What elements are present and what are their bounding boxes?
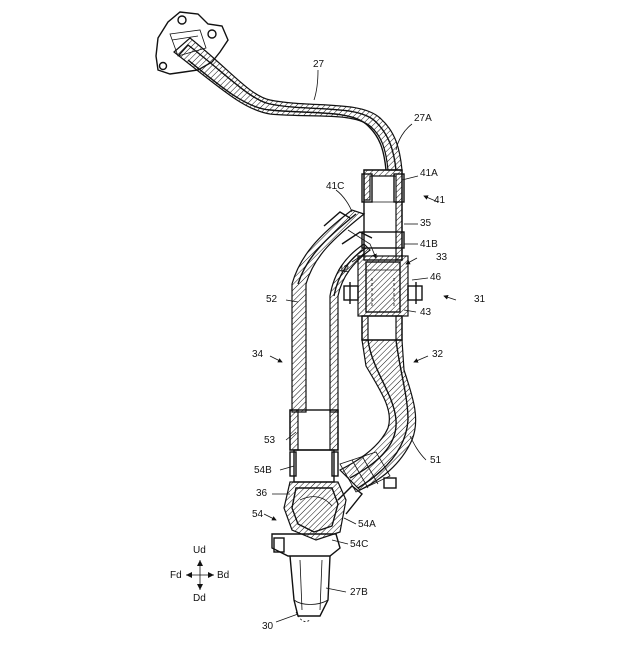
label-53: 53 — [264, 436, 275, 446]
compass-front-label: Fd — [170, 571, 182, 581]
label-54B: 54B — [254, 466, 272, 476]
label-31: 31 — [474, 295, 485, 305]
joint-33 — [344, 256, 422, 316]
direction-compass — [186, 560, 214, 590]
upper-pipe-27 — [174, 38, 402, 170]
compass-down-label: Dd — [193, 594, 206, 604]
lower-bend-pipe-32 — [340, 340, 416, 492]
label-41: 41 — [434, 196, 445, 206]
label-27A: 27A — [414, 114, 432, 124]
label-54A: 54A — [358, 520, 376, 530]
label-30: 30 — [262, 622, 273, 632]
sleeve-43 — [362, 316, 402, 340]
label-54C: 54C — [350, 540, 368, 550]
label-42: 42 — [338, 265, 349, 275]
label-54: 54 — [252, 510, 263, 520]
label-51: 51 — [430, 456, 441, 466]
label-41A: 41A — [420, 169, 438, 179]
compass-up-label: Ud — [193, 546, 206, 556]
label-52: 52 — [266, 295, 277, 305]
label-46: 46 — [430, 273, 441, 283]
label-36: 36 — [256, 489, 267, 499]
label-41B: 41B — [420, 240, 438, 250]
label-32: 32 — [432, 350, 443, 360]
coupling-53 — [290, 410, 338, 482]
compass-back-label: Bd — [217, 571, 229, 581]
bottom-outlet-27B — [272, 534, 340, 622]
label-41C: 41C — [326, 182, 344, 192]
label-43: 43 — [420, 308, 431, 318]
label-35: 35 — [420, 219, 431, 229]
label-34: 34 — [252, 350, 263, 360]
vertical-pipe-35 — [362, 170, 404, 260]
label-27B: 27B — [350, 588, 368, 598]
label-33: 33 — [436, 253, 447, 263]
label-27: 27 — [313, 60, 324, 70]
junction-54 — [284, 482, 362, 540]
